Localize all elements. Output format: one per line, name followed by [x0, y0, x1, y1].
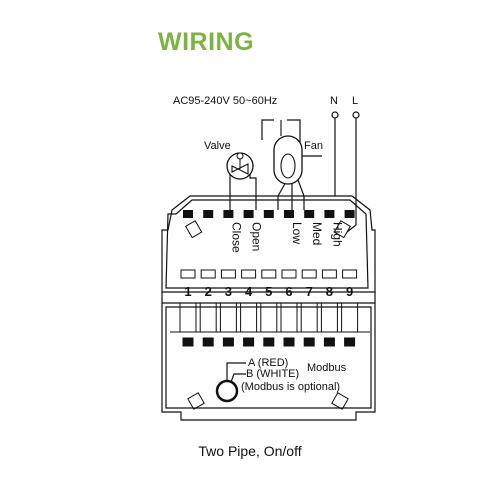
terminal-clamps [170, 303, 370, 347]
bottom-screws [187, 392, 349, 410]
fan-label: Fan [304, 140, 323, 152]
clamp-base-5 [263, 337, 275, 347]
terminal-fn-close: Close [229, 222, 243, 253]
terminal-number-2: 2 [205, 284, 212, 299]
clamp-base-7 [303, 337, 315, 347]
clamp-base-1 [182, 337, 194, 347]
neutral-terminal [331, 111, 339, 119]
top-slot-7 [304, 210, 315, 218]
mid-slot-9 [342, 269, 358, 279]
mid-slot-1 [180, 269, 196, 279]
top-slot-2 [203, 210, 214, 218]
clamp-base-3 [222, 337, 234, 347]
terminal-number-4: 4 [245, 284, 253, 299]
terminal-number-6: 6 [285, 284, 292, 299]
terminal-fn-low: Low [290, 222, 304, 244]
modbus-note: (Modbus is optional) [241, 381, 340, 393]
mid-slot-7 [301, 269, 317, 279]
top-slot-4 [243, 210, 254, 218]
mid-slot-4 [241, 269, 257, 279]
clamp-base-2 [202, 337, 214, 347]
live-terminal [352, 111, 360, 119]
terminal-fn-open: Open [250, 222, 264, 251]
top-slot-6 [284, 210, 294, 218]
terminal-fn-high: High [330, 222, 344, 247]
terminal-number-8: 8 [326, 284, 333, 299]
device-housing [161, 195, 376, 421]
fan-symbol [273, 120, 303, 185]
clamp-base-9 [344, 337, 356, 347]
terminal-number-1: 1 [184, 284, 191, 299]
top-slot-8 [324, 210, 335, 218]
supply-label: AC95-240V 50~60Hz [173, 95, 277, 107]
top-screws [184, 220, 352, 239]
terminal-function-labels: Close Open Low Med High [229, 222, 344, 253]
terminal-number-5: 5 [265, 284, 272, 299]
mid-slot-8 [321, 269, 337, 279]
top-slot-3 [223, 210, 234, 218]
valve-symbol [226, 152, 254, 180]
modbus-a-label: A (RED) [248, 357, 288, 369]
mid-slot-5 [261, 269, 277, 279]
wiring-title: WIRING [158, 28, 255, 56]
top-slot-9 [344, 210, 355, 218]
top-slot-5 [263, 210, 274, 218]
mid-slot-6 [281, 269, 297, 279]
terminal-number-9: 9 [346, 284, 353, 299]
top-terminal-slots [180, 210, 358, 279]
modbus-b-label: B (WHITE) [246, 368, 299, 380]
clamp-base-4 [243, 337, 255, 347]
top-slot-1 [183, 210, 193, 218]
modbus-label: Modbus [307, 362, 347, 374]
terminal-number-3: 3 [225, 284, 232, 299]
terminal-number-7: 7 [306, 284, 313, 299]
mid-slot-2 [200, 269, 216, 279]
valve-label: Valve [204, 140, 231, 152]
modbus-port [215, 362, 246, 403]
neutral-label: N [330, 95, 338, 107]
mid-slot-3 [220, 269, 236, 279]
clamp-base-8 [323, 337, 335, 347]
clamp-base-6 [283, 337, 295, 347]
live-label: L [352, 95, 358, 107]
terminal-fn-med: Med [310, 222, 324, 245]
diagram-caption: Two Pipe, On/off [198, 443, 302, 459]
